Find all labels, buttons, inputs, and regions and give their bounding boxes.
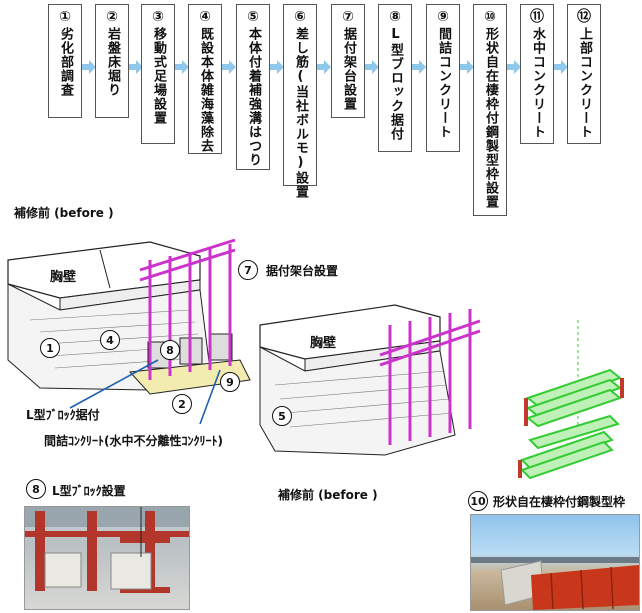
marker-5: 5 <box>272 406 292 426</box>
process-step-7: ⑦ 据付架台設置 <box>331 4 365 118</box>
process-step-1: ① 劣化部調査 <box>48 4 82 118</box>
process-step-11: ⑪ 水中コンクリート <box>520 4 554 144</box>
marker-1: 1 <box>40 338 60 358</box>
step-text: 既設本体雑海藻除去 <box>198 27 213 153</box>
step-text: 岩盤床堀り <box>105 27 120 97</box>
process-step-2: ② 岩盤床堀り <box>95 4 129 118</box>
process-step-3: ③ 移動式足場設置 <box>141 4 175 144</box>
process-step-6: ⑥ 差し筋(当社ボルモ)設置 <box>283 4 317 199</box>
step-number: ③ <box>152 9 164 25</box>
flow-arrow-icon <box>222 60 236 74</box>
flow-arrow-icon <box>412 60 426 74</box>
marker-8: 8 <box>160 340 180 360</box>
label-10: 形状自在棲枠付鋼製型枠 <box>493 495 626 509</box>
flow-arrow-icon <box>82 60 96 74</box>
marker-4: 4 <box>100 330 120 350</box>
process-step-12: ⑫ 上部コンクリート <box>567 4 601 144</box>
label-7: 据付架台設置 <box>266 264 339 278</box>
step-text: 劣化部調査 <box>58 27 73 97</box>
steel-forms <box>518 320 624 480</box>
step-text: 本体付着補強溝はつり <box>246 27 261 167</box>
process-step-9: ⑨ 間詰コンクリート <box>426 4 460 152</box>
left-wall-label: 胸壁 <box>50 270 77 285</box>
photo-label-8: L型ﾌﾞﾛｯｸ設置 <box>52 484 126 498</box>
step-number: ⑥ <box>294 9 306 25</box>
step-number: ⑩ <box>484 9 496 25</box>
right-diagram <box>259 304 481 456</box>
step-text: 形状自在棲枠付鋼製型枠設置 <box>483 27 498 209</box>
step-text: 据付架台設置 <box>341 27 356 111</box>
step-text: 間詰コンクリート <box>436 27 451 139</box>
photo-marker-8: 8 <box>26 479 46 499</box>
step-number: ② <box>106 9 118 25</box>
marker-2: 2 <box>172 394 192 414</box>
step-number: ⑫ <box>577 9 591 25</box>
marker-9: 9 <box>220 372 240 392</box>
step-text: 水中コンクリート <box>530 27 545 139</box>
step-number: ⑦ <box>342 9 354 25</box>
callout-lblock: L型ﾌﾞﾛｯｸ据付 <box>26 408 100 422</box>
step-number: ⑨ <box>437 9 449 25</box>
flow-arrow-icon <box>460 60 474 74</box>
left-diagram <box>7 238 251 425</box>
flow-arrow-icon <box>317 60 331 74</box>
step-number: ④ <box>199 9 211 25</box>
flow-arrow-icon <box>554 60 568 74</box>
marker-7: 7 <box>238 260 258 280</box>
l-block-photo <box>24 506 190 610</box>
right-caption: 補修前 (before ) <box>278 488 378 502</box>
right-wall-label: 胸壁 <box>310 336 337 351</box>
step-number: ⑤ <box>247 9 259 25</box>
steel-form-photo <box>470 514 640 611</box>
marker-10: 10 <box>468 491 488 511</box>
callout-concrete: 間詰ｺﾝｸﾘｰﾄ(水中不分離性ｺﾝｸﾘｰﾄ) <box>44 434 223 448</box>
process-step-8: ⑧ L型ブロック据付 <box>378 4 412 152</box>
step-text: 差し筋(当社ボルモ)設置 <box>293 27 308 199</box>
flow-arrow-icon <box>129 60 143 74</box>
process-step-4: ④ 既設本体雑海藻除去 <box>188 4 222 154</box>
flow-arrow-icon <box>507 60 521 74</box>
flow-arrow-icon <box>175 60 189 74</box>
step-number: ⑧ <box>389 9 401 25</box>
step-text: 上部コンクリート <box>577 27 592 139</box>
left-caption: 補修前 (before ) <box>14 206 114 220</box>
process-step-5: ⑤ 本体付着補強溝はつり <box>236 4 270 170</box>
step-text: 移動式足場設置 <box>151 27 166 125</box>
process-step-10: ⑩ 形状自在棲枠付鋼製型枠設置 <box>473 4 507 216</box>
step-number: ⑪ <box>530 9 544 25</box>
step-number: ① <box>59 9 71 25</box>
flow-arrow-icon <box>365 60 379 74</box>
step-text: L型ブロック据付 <box>388 27 403 141</box>
flow-arrow-icon <box>270 60 284 74</box>
